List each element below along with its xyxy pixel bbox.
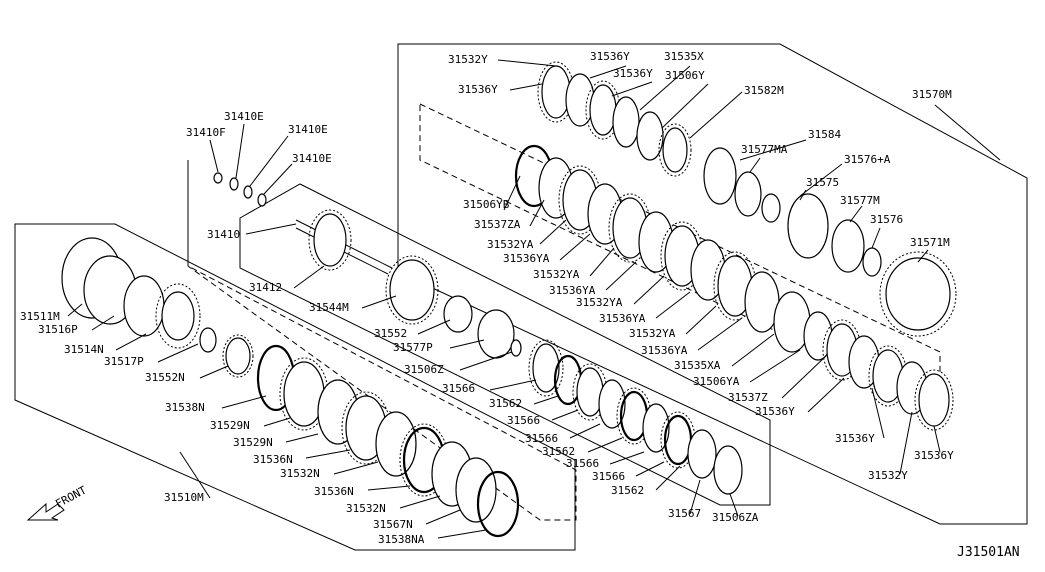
part-label-31577M: 31577M (840, 194, 880, 207)
part-label-31537ZA: 31537ZA (474, 218, 521, 231)
part-label-31566_c: 31566 (525, 432, 558, 445)
part-label-31576: 31576 (870, 213, 903, 226)
part-label-31576A: 31576+A (844, 153, 891, 166)
part-label-31544M: 31544M (309, 301, 349, 314)
part-label-31536YA_d: 31536YA (641, 344, 688, 357)
part-label-31532YA_c: 31532YA (576, 296, 623, 309)
part-label-31566_b: 31566 (507, 414, 540, 427)
leader-lines (67, 59, 1001, 539)
part-label-31584: 31584 (808, 128, 841, 141)
part-label-31410E_b: 31410E (288, 123, 328, 136)
part-label-31506YB: 31506YB (463, 198, 510, 211)
part-label-31566_e: 31566 (592, 470, 625, 483)
part-label-31532N_a: 31532N (280, 467, 320, 480)
part-label-31532YA_a: 31532YA (487, 238, 534, 251)
part-label-31517P: 31517P (104, 355, 144, 368)
part-label-31567N: 31567N (373, 518, 413, 531)
part-label-31506Z: 31506Z (404, 363, 444, 376)
part-label-31537Z: 31537Z (728, 391, 768, 404)
part-label-31536YA_a: 31536YA (503, 252, 550, 265)
part-label-31552_a: 31552 (374, 327, 407, 340)
part-label-31510M: 31510M (164, 491, 204, 504)
part-label-31582M: 31582M (744, 84, 784, 97)
part-label-31506Y: 31506Y (665, 69, 705, 82)
part-label-31577MA: 31577MA (741, 143, 788, 156)
part-label-31562_c: 31562 (611, 484, 644, 497)
part-label-31536Y_f: 31536Y (914, 449, 954, 462)
part-label-31536Y_e: 31536Y (835, 432, 875, 445)
group-outline-31544M (239, 183, 771, 506)
part-label-31410: 31410 (207, 228, 240, 241)
part-label-31532Y_a: 31532Y (448, 53, 488, 66)
diagram-code: J31501AN (957, 545, 1020, 560)
part-label-31532N_b: 31532N (346, 502, 386, 515)
part-label-31506ZA: 31506ZA (712, 511, 759, 524)
part-label-31570M: 31570M (912, 88, 952, 101)
part-label-31575: 31575 (806, 176, 839, 189)
part-label-31514N: 31514N (64, 343, 104, 356)
part-label-31536Y_d: 31536Y (755, 405, 795, 418)
part-label-31552N: 31552N (145, 371, 185, 384)
part-label-31566_a: 31566 (442, 382, 475, 395)
part-label-31410E_c: 31410E (292, 152, 332, 165)
part-label-31536N_b: 31536N (314, 485, 354, 498)
part-labels: 31532Y 31536Y 31535X 31536Y 31506Y 31536Y 3158… (20, 50, 954, 546)
group-outline-31510M (14, 223, 576, 551)
part-label-31536Y_a: 31536Y (590, 50, 630, 63)
component-discs (61, 61, 957, 538)
part-label-31536N_a: 31536N (253, 453, 293, 466)
front-label: FRONT (53, 483, 89, 510)
part-label-31529N_a: 31529N (210, 419, 250, 432)
part-label-31532Y_b: 31532Y (868, 469, 908, 482)
part-label-31532YA_d: 31532YA (629, 327, 676, 340)
part-label-31410F: 31410F (186, 126, 226, 139)
part-label-31562_a: 31562 (489, 397, 522, 410)
part-label-31536Y_b: 31536Y (613, 67, 653, 80)
part-label-31511M: 31511M (20, 310, 60, 323)
part-label-31562_b: 31562 (542, 445, 575, 458)
part-label-31536YA_c: 31536YA (599, 312, 646, 325)
part-label-31536YA_b: 31536YA (549, 284, 596, 297)
part-label-31536Y_c: 31536Y (458, 83, 498, 96)
front-arrow-icon (26, 502, 65, 521)
part-label-31516P: 31516P (38, 323, 78, 336)
part-label-31506YA: 31506YA (693, 375, 740, 388)
part-label-31567: 31567 (668, 507, 701, 520)
part-label-31529N_b: 31529N (233, 436, 273, 449)
part-label-31532YA_b: 31532YA (533, 268, 580, 281)
part-label-31538N: 31538N (165, 401, 205, 414)
part-label-31535X: 31535X (664, 50, 704, 63)
part-label-31412: 31412 (249, 281, 282, 294)
part-label-31571M: 31571M (910, 236, 950, 249)
part-label-31538NA: 31538NA (378, 533, 425, 546)
part-label-31410E_a: 31410E (224, 110, 264, 123)
part-label-31577P: 31577P (393, 341, 433, 354)
part-label-31566_d: 31566 (566, 457, 599, 470)
group-outline-31410 (187, 160, 577, 521)
part-label-31535XA: 31535XA (674, 359, 721, 372)
